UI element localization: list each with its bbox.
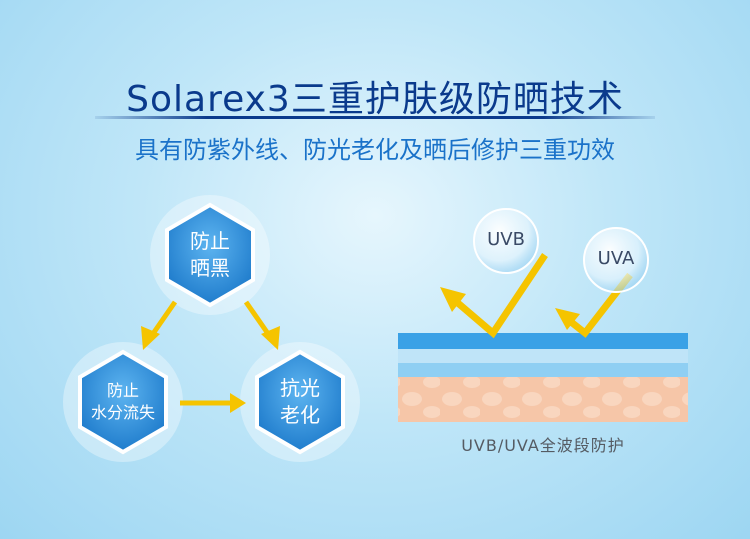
uvb-label: UVB — [487, 229, 525, 250]
uvb-ray-icon — [440, 253, 548, 339]
hex-top-line1: 防止 — [190, 229, 230, 253]
hex-right-line1: 抗光 — [280, 376, 320, 400]
uv-protection-caption: UVB/UVA全波段防护 — [461, 436, 625, 455]
hex-top-line2: 晒黑 — [190, 256, 230, 280]
skin-layers — [398, 333, 688, 422]
arrow-top-to-left-icon — [141, 300, 178, 350]
hex-left-line1: 防止 — [106, 381, 139, 400]
arrow-top-to-right-icon — [243, 300, 280, 350]
hex-prevent-tan-text: 防止 晒黑 — [167, 228, 253, 282]
uvb-bubble — [473, 208, 539, 274]
hex-anti-photoaging-text: 抗光 老化 — [257, 375, 343, 429]
hex-prevent-tan — [165, 202, 255, 308]
hex-prevent-moisture-loss-text: 防止 水分流失 — [80, 380, 166, 424]
hex-left-line2: 水分流失 — [90, 403, 155, 422]
page-subtitle: 具有防紫外线、防光老化及晒后修护三重功效 — [135, 136, 615, 164]
uva-bubble — [583, 227, 649, 293]
hex-anti-photoaging — [255, 349, 345, 455]
arrow-left-to-right-icon — [180, 393, 246, 413]
hex-right-line2: 老化 — [280, 403, 320, 427]
title-underline — [95, 116, 655, 119]
page-title: Solarex3三重护肤级防晒技术 — [126, 79, 624, 120]
uva-ray-icon — [555, 272, 633, 338]
hex-prevent-moisture-loss — [78, 349, 168, 455]
uva-label: UVA — [597, 248, 635, 269]
